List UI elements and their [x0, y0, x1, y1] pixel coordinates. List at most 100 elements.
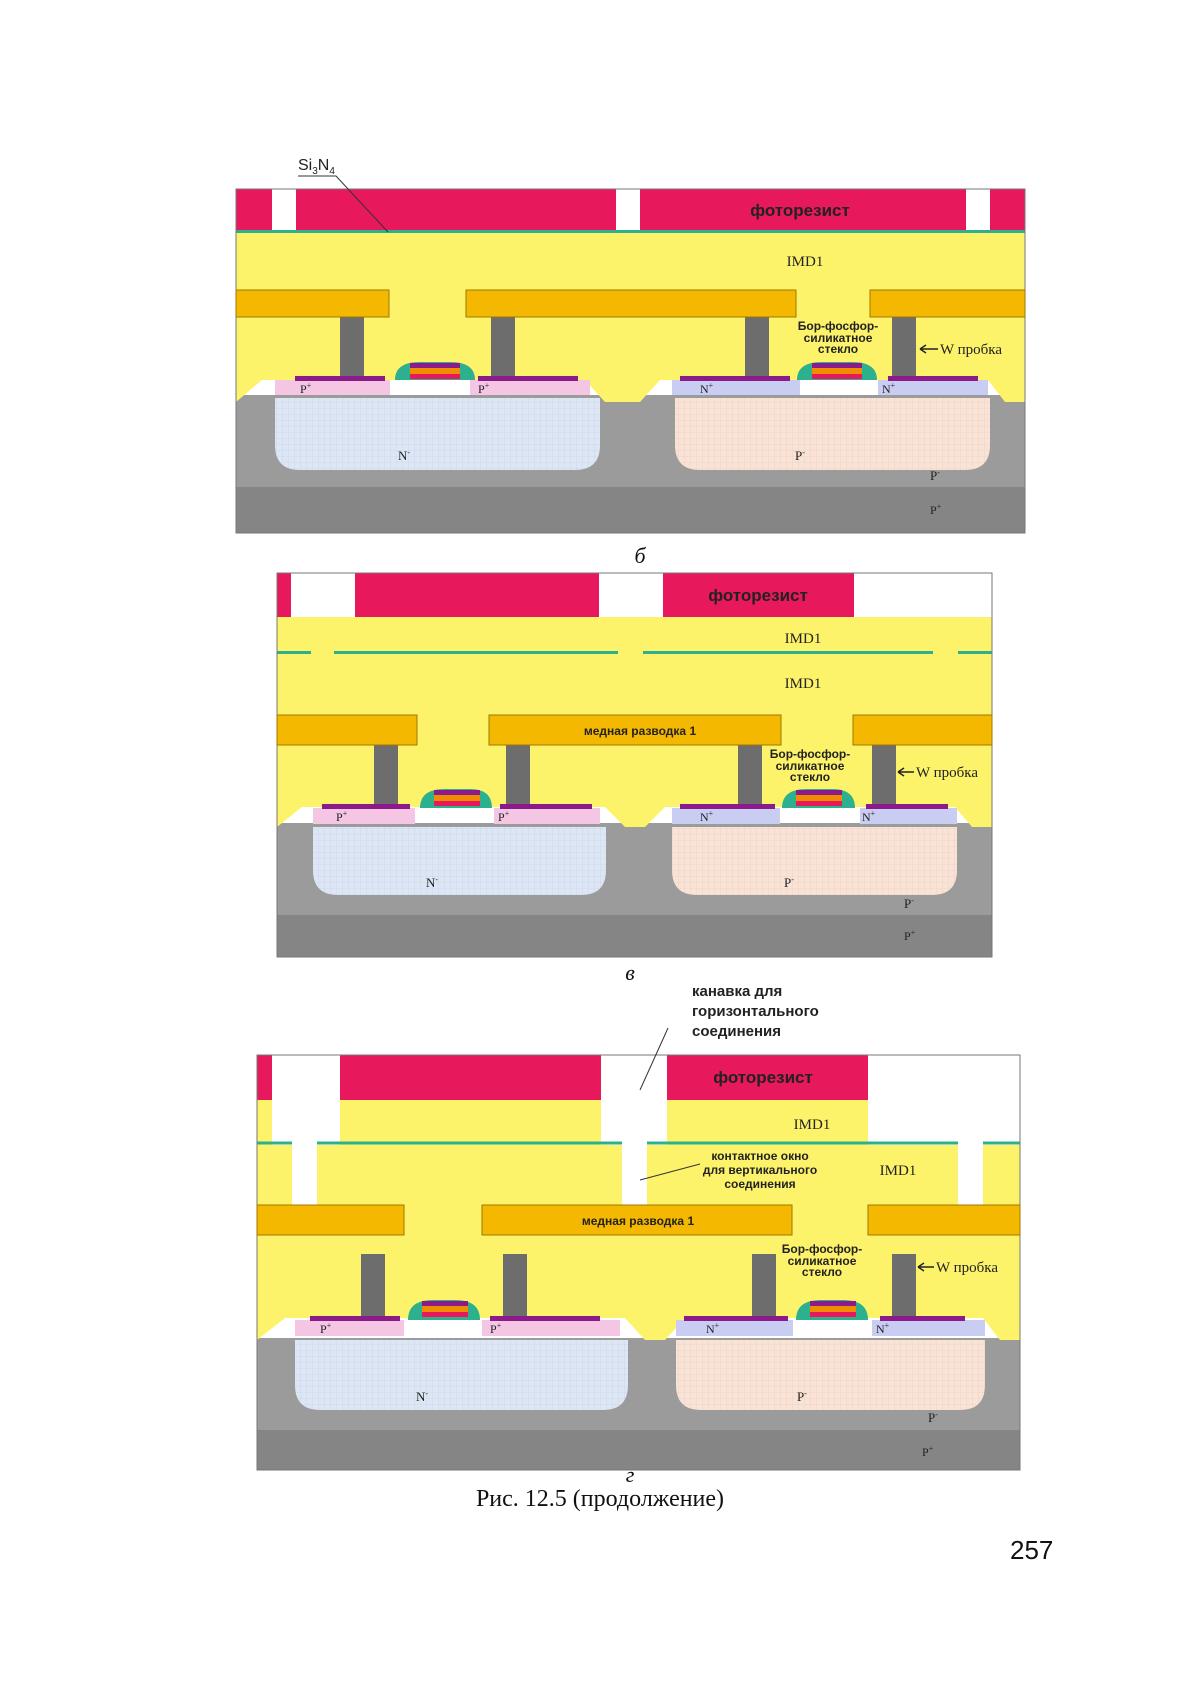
- gate-poly: [434, 795, 480, 801]
- silicide-contact: [880, 1316, 965, 1321]
- silicide-contact: [310, 1316, 400, 1321]
- photoresist-label: фоторезист: [708, 586, 808, 605]
- panel-sublabel: б: [634, 543, 646, 568]
- gate-silicide: [410, 363, 460, 368]
- arrow-pointer-icon: [917, 1262, 934, 1272]
- p-well: [676, 1340, 985, 1410]
- panel-sublabel: в: [625, 960, 635, 985]
- imd1-label: IMD1: [794, 1117, 831, 1133]
- p-minus-label: P-: [928, 1410, 938, 1425]
- n-plus-label: N+: [700, 381, 714, 396]
- gate-poly: [810, 1306, 856, 1312]
- w-plug: [745, 317, 769, 376]
- photoresist-label: фоторезист: [750, 201, 850, 220]
- p-plus-label: P+: [490, 1321, 502, 1336]
- gate-poly: [812, 368, 862, 374]
- trench-label: горизонтального: [692, 1003, 819, 1020]
- trench-label: канавка для: [692, 983, 782, 1000]
- w-plug: [506, 745, 530, 804]
- bpsg-label: силикатное: [804, 331, 873, 345]
- w-plug: [374, 745, 398, 804]
- silicide-contact: [684, 1316, 788, 1321]
- gate-silicide: [796, 790, 842, 795]
- copper-line: [235, 289, 390, 318]
- silicide-contact: [500, 804, 592, 809]
- p-plus-label: P+: [300, 381, 312, 396]
- copper-line-label: медная разводка 1: [582, 1214, 695, 1228]
- p-plus-label: P+: [336, 809, 348, 824]
- n-plus-diffusion-left: [676, 1320, 793, 1336]
- si3n4-layer: [334, 651, 618, 654]
- photoresist-segment: [236, 189, 272, 230]
- imd1-label: IMD1: [880, 1163, 917, 1179]
- copper-line: [481, 1204, 793, 1236]
- silicide-contact: [478, 376, 578, 381]
- si3n4-layer: [643, 651, 933, 654]
- photoresist-segment: [340, 1055, 601, 1100]
- n-plus-diffusion-left: [672, 380, 800, 395]
- silicide-contact: [866, 804, 948, 809]
- via-opening: [622, 1145, 647, 1205]
- gate-silicide: [810, 1301, 856, 1306]
- bpsg-label: стекло: [802, 1265, 842, 1279]
- copper-line: [256, 1204, 405, 1236]
- via-label: контактное окно: [711, 1149, 808, 1163]
- p-plus-diffusion-right: [482, 1320, 620, 1336]
- n-well: [275, 398, 600, 470]
- p-plus-diffusion-right: [470, 380, 590, 395]
- p-plus-diffusion-left: [275, 380, 390, 395]
- gate-poly: [812, 374, 862, 379]
- p-plus-diffusion-left: [313, 808, 415, 824]
- p-plus-label: P+: [478, 381, 490, 396]
- p-well-label: P-: [797, 1389, 807, 1404]
- panel-border: [256, 1054, 1021, 1471]
- silicide-contact: [888, 376, 978, 381]
- photoresist-segment: [640, 189, 966, 230]
- via-label: соединения: [724, 1177, 795, 1191]
- gate-silicide: [434, 790, 480, 795]
- n-plus-diffusion-right: [860, 808, 957, 824]
- copper-line: [276, 714, 418, 746]
- w-plug: [491, 317, 515, 376]
- n-well: [313, 827, 606, 895]
- via-opening: [292, 1145, 317, 1205]
- copper-line-label: медная разводка 1: [584, 724, 697, 738]
- w-plug-label: W пробка: [940, 342, 1002, 358]
- n-plus-diffusion-left: [672, 808, 780, 824]
- gate-poly: [434, 801, 480, 806]
- gate-poly: [796, 801, 842, 806]
- silicide-contact: [322, 804, 410, 809]
- p-plus-label: P+: [498, 809, 510, 824]
- w-plug: [752, 1254, 776, 1316]
- n-plus-label: N+: [706, 1321, 720, 1336]
- photoresist-segment: [663, 573, 854, 617]
- p-plus-diffusion-right: [494, 808, 600, 824]
- n-plus-diffusion-right: [872, 1320, 985, 1336]
- n-plus-label: N+: [882, 381, 896, 396]
- bpsg-label: стекло: [790, 770, 830, 784]
- copper-line: [465, 289, 797, 318]
- n-well-label: N-: [416, 1389, 428, 1404]
- panel-sublabel: г: [625, 1462, 635, 1487]
- p-well: [675, 398, 990, 470]
- copper-line: [869, 289, 1026, 318]
- silicide-contact: [295, 376, 385, 381]
- trench-opening: [868, 1055, 1020, 1145]
- silicide-contact: [680, 804, 775, 809]
- n-plus-label: N+: [700, 809, 714, 824]
- si3n4-layer: [277, 651, 311, 654]
- n-plus-label: N+: [876, 1321, 890, 1336]
- imd1-label: IMD1: [785, 631, 822, 647]
- imd1-layer: [983, 1145, 1020, 1205]
- gate-poly: [410, 374, 460, 379]
- w-plug: [361, 1254, 385, 1316]
- panel-border: [235, 188, 1026, 534]
- photoresist-segment: [667, 1055, 868, 1100]
- si3n4-layer: [236, 230, 1025, 233]
- si3n4-leader-line: [298, 175, 389, 233]
- photoresist-segment: [355, 573, 599, 617]
- page-number: 257: [1010, 1535, 1054, 1565]
- trench-opening: [272, 1055, 340, 1145]
